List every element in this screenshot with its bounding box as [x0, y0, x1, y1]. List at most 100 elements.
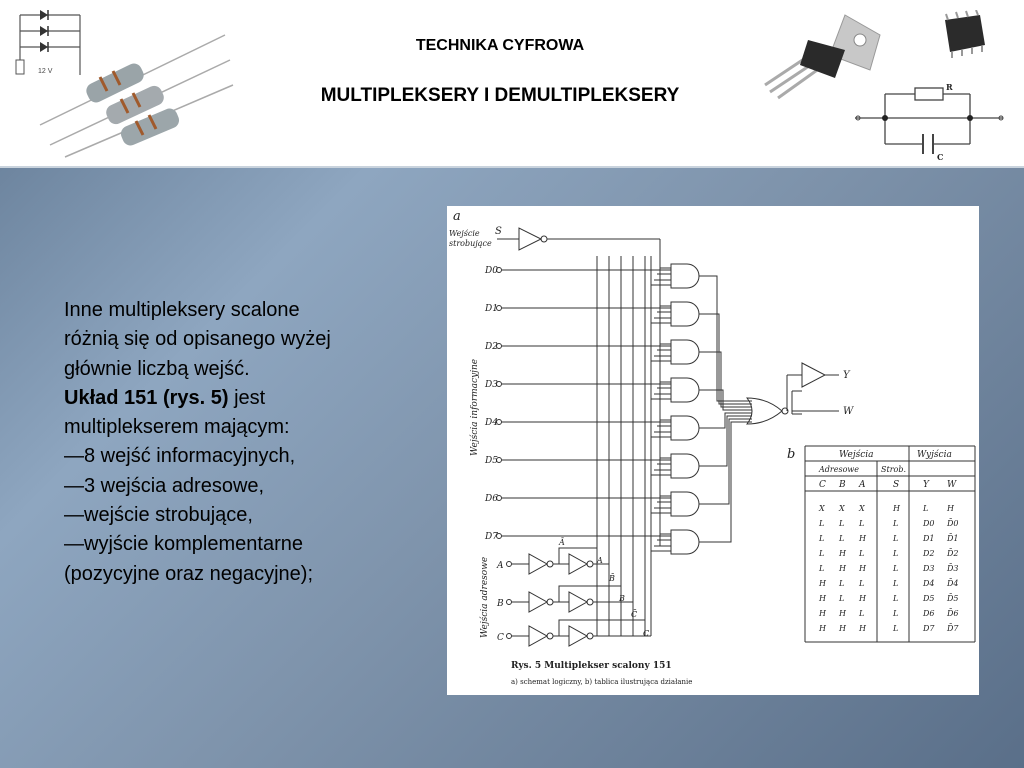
table-cell: D̄2 — [946, 549, 959, 558]
table-cell: H — [818, 624, 827, 633]
nor-gate — [745, 397, 783, 425]
address-buffer — [568, 625, 589, 647]
strobe-label-2: strobujące — [449, 239, 492, 248]
table-cell: L — [858, 519, 864, 528]
table-cell: L — [892, 564, 898, 573]
table-cell: D̄4 — [946, 579, 959, 588]
table-cell: L — [838, 519, 844, 528]
figure-caption-title: Rys. 5 Multiplekser scalony 151 — [511, 661, 672, 671]
data-input-d0: D0 — [484, 266, 498, 276]
figure-label-b: b — [787, 447, 795, 462]
multiplexer-schematic: a b S Wejście strobujące Wejścia informa… — [449, 209, 976, 686]
table-sub-strobe: Strob. — [881, 465, 906, 474]
tap-b: B — [618, 594, 625, 603]
table-cell: L — [892, 579, 898, 588]
table-cell: H — [858, 594, 867, 603]
output-w-label: W — [843, 406, 854, 417]
table-cell: H — [892, 504, 901, 513]
data-input-terminal — [496, 495, 502, 501]
slide-subtitle: TECHNIKA CYFROWA — [415, 37, 585, 54]
tap-b-neg: B̄ — [608, 574, 615, 583]
address-tap-wire-neg — [558, 619, 645, 636]
body-line-6: —8 wejść informacyjnych, — [64, 445, 296, 468]
and-gate — [670, 339, 700, 365]
table-col-header: B — [838, 480, 846, 490]
table-cell: D5 — [922, 594, 935, 603]
and-gate — [670, 263, 700, 289]
rc-circuit-icon: R C — [855, 82, 1004, 162]
table-cell: L — [838, 594, 844, 603]
table-cell: D̄3 — [946, 564, 959, 573]
body-line-1: Inne multipleksery scalone — [64, 299, 300, 321]
body-line-3: głównie liczbą wejść. — [64, 357, 250, 380]
strobe-pin-label: S — [495, 226, 502, 237]
table-cell: H — [838, 564, 847, 573]
table-cell: H — [838, 549, 847, 558]
address-inputs-label: Wejścia adresowe — [479, 557, 490, 638]
address-tap-wire-neg — [558, 547, 597, 564]
gate-output-wire — [699, 389, 752, 411]
table-cell: L — [818, 519, 824, 528]
address-input-c: C — [497, 633, 504, 643]
table-cell: H — [858, 564, 867, 573]
body-line-8: —wejście strobujące, — [64, 504, 253, 527]
data-input-terminal — [496, 457, 502, 463]
tap-c-neg: C̄ — [631, 610, 637, 619]
table-cell: H — [818, 594, 827, 603]
body-text: Inne multipleksery scalone różnią się od… — [64, 296, 424, 589]
nor-gate-bubble — [781, 407, 789, 415]
table-cell: L — [818, 534, 824, 543]
table-cell: L — [892, 519, 898, 528]
data-input-terminal — [496, 533, 502, 539]
data-input-d1: D1 — [484, 304, 498, 314]
tap-c: C — [643, 629, 649, 638]
table-group-outputs: Wyjścia — [917, 449, 952, 460]
table-cell: D̄1 — [946, 534, 959, 543]
resistors-icon — [39, 34, 234, 158]
table-cell: H — [818, 579, 827, 588]
data-input-terminal — [496, 267, 502, 273]
address-inverter — [528, 591, 549, 613]
table-cell: D3 — [922, 564, 935, 573]
data-input-terminal — [496, 305, 502, 311]
table-col-header: S — [893, 480, 899, 490]
table-cell: L — [858, 609, 864, 618]
table-cell: L — [892, 594, 898, 603]
transistor-icon — [764, 14, 881, 100]
and-gate — [670, 453, 700, 479]
strobe-label-1: Wejście — [449, 229, 480, 238]
table-cell: D4 — [922, 579, 935, 588]
address-input-terminal — [506, 633, 512, 639]
table-cell: L — [892, 534, 898, 543]
rc-label-r: R — [946, 82, 953, 92]
output-y-label: Y — [843, 370, 851, 381]
body-line-9: —wyjście komplementarne — [64, 533, 303, 556]
table-col-header: A — [858, 480, 866, 490]
address-tap-wire-neg — [558, 585, 621, 602]
table-cell: D̄0 — [946, 519, 959, 528]
table-cell: X — [818, 504, 825, 513]
gate-output-wire — [699, 275, 752, 402]
table-cell: X — [838, 504, 845, 513]
data-input-d6: D6 — [484, 494, 498, 504]
and-gate — [670, 377, 700, 403]
table-cell: L — [892, 624, 898, 633]
info-inputs-label: Wejścia informacyjne — [469, 359, 480, 456]
gate-output-wire — [699, 415, 752, 467]
gate-output-wire — [699, 351, 752, 408]
table-sub-address: Adresowe — [818, 465, 859, 474]
and-gate — [670, 529, 700, 555]
table-cell: X — [858, 504, 865, 513]
slide-title: MULTIPLEKSERY I DEMULTIPLEKSERY — [320, 85, 680, 106]
table-cell: L — [838, 534, 844, 543]
ic-chip-icon — [945, 10, 985, 58]
gate-output-wire — [699, 418, 752, 505]
table-cell: L — [892, 549, 898, 558]
diode-voltage-label: 12 V — [38, 68, 53, 75]
address-buffer — [568, 591, 589, 613]
gate-output-wire — [699, 421, 752, 543]
table-cell: D̄5 — [946, 594, 959, 603]
address-input-terminal — [506, 561, 512, 567]
table-cell: H — [838, 624, 847, 633]
and-gate — [670, 301, 700, 327]
